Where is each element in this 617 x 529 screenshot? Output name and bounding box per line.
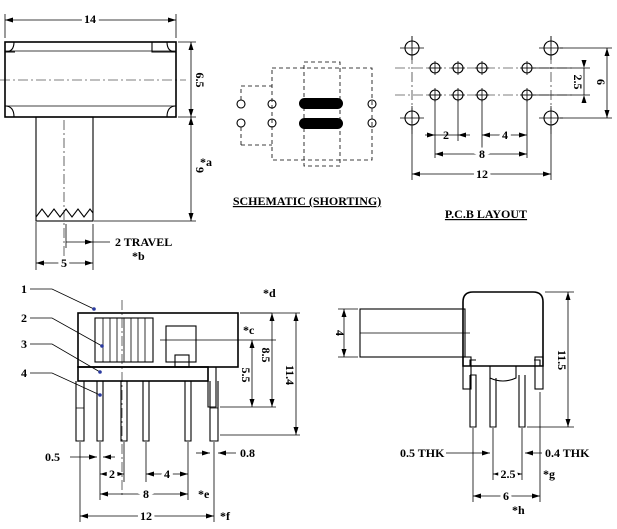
side-view: 4 11.5 0.5 THK 0.4 THK 2.5 *g — [333, 291, 590, 517]
schematic-caption: SCHEMATIC (SHORTING) — [233, 194, 381, 208]
note-c: *c — [243, 323, 255, 337]
side-total-height-label: 11.5 — [555, 350, 569, 370]
note-e: *e — [198, 487, 210, 501]
thk-right-label: 0.4 THK — [545, 446, 590, 460]
top-view: 14 6.5 9 *a 2 TRAVEL *b — [0, 9, 212, 273]
pcb-caption: P.C.B LAYOUT — [445, 207, 527, 221]
callout-3: 3 — [21, 337, 27, 351]
body-height-label: 8.5 — [259, 348, 273, 363]
front-inner-span-label: 8 — [143, 487, 149, 501]
handle-length-label: 9 — [193, 167, 207, 173]
callout-4: 4 — [21, 366, 27, 380]
travel-label: 2 TRAVEL — [115, 235, 172, 249]
pcb-pin-pitch-label: 2 — [443, 128, 449, 142]
note-a: *a — [200, 155, 212, 169]
note-f: *f — [220, 509, 231, 523]
handle-width-label: 5 — [61, 256, 67, 270]
note-h: *h — [512, 503, 525, 517]
top-width-label: 14 — [84, 12, 96, 26]
front-view: 1 2 3 4 8.5 5.5 11.4 *c *d 0.5 — [21, 282, 300, 526]
standoff-height-label: 5.5 — [239, 368, 253, 383]
side-width-label: 6 — [503, 489, 509, 503]
top-height-label: 6.5 — [193, 73, 207, 88]
pin-width-label: 0.5 — [45, 450, 60, 464]
pcb-height-label: 6 — [594, 79, 608, 85]
schematic: SCHEMATIC (SHORTING) — [233, 61, 381, 208]
front-pin-pitch-label: 2 — [109, 467, 115, 481]
front-pair-pitch-label: 4 — [164, 467, 170, 481]
mount-pin-width-label: 0.8 — [240, 446, 255, 460]
note-b: *b — [132, 249, 145, 263]
pcb-inner-span-label: 8 — [479, 147, 485, 161]
callout-1: 1 — [21, 282, 27, 296]
front-outer-span-label: 12 — [140, 509, 152, 523]
pcb-layout: 2.5 6 2 4 8 12 P.C.B LAYOUT — [395, 36, 612, 221]
thk-left-label: 0.5 THK — [400, 446, 445, 460]
total-height-label: 11.4 — [283, 365, 297, 385]
pcb-row-pitch-label: 2.5 — [571, 75, 585, 90]
note-g: *g — [543, 467, 555, 481]
side-handle-height-label: 4 — [333, 330, 347, 336]
pcb-pair-pitch-label: 4 — [502, 128, 508, 142]
note-d: *d — [263, 286, 276, 300]
callout-2: 2 — [21, 311, 27, 325]
pcb-outer-span-label: 12 — [476, 167, 488, 181]
side-row-pitch-label: 2.5 — [501, 467, 516, 481]
